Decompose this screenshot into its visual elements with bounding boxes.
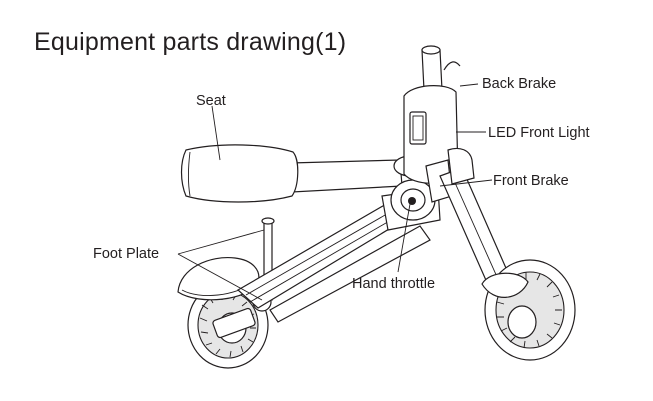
page-title: Equipment parts drawing(1)	[34, 28, 347, 56]
front-wheel	[481, 259, 576, 361]
label-front-brake: Front Brake	[493, 173, 569, 189]
rear-wheel	[187, 281, 269, 369]
label-foot-plate: Foot Plate	[93, 246, 160, 262]
label-hand-throttle: Hand throttle	[352, 276, 436, 292]
seat-assembly	[180, 144, 403, 203]
label-led-front-light: LED Front Light	[488, 125, 590, 141]
label-back-brake: Back Brake	[482, 76, 557, 92]
leader-lines	[177, 83, 493, 301]
label-seat: Seat	[196, 93, 226, 109]
